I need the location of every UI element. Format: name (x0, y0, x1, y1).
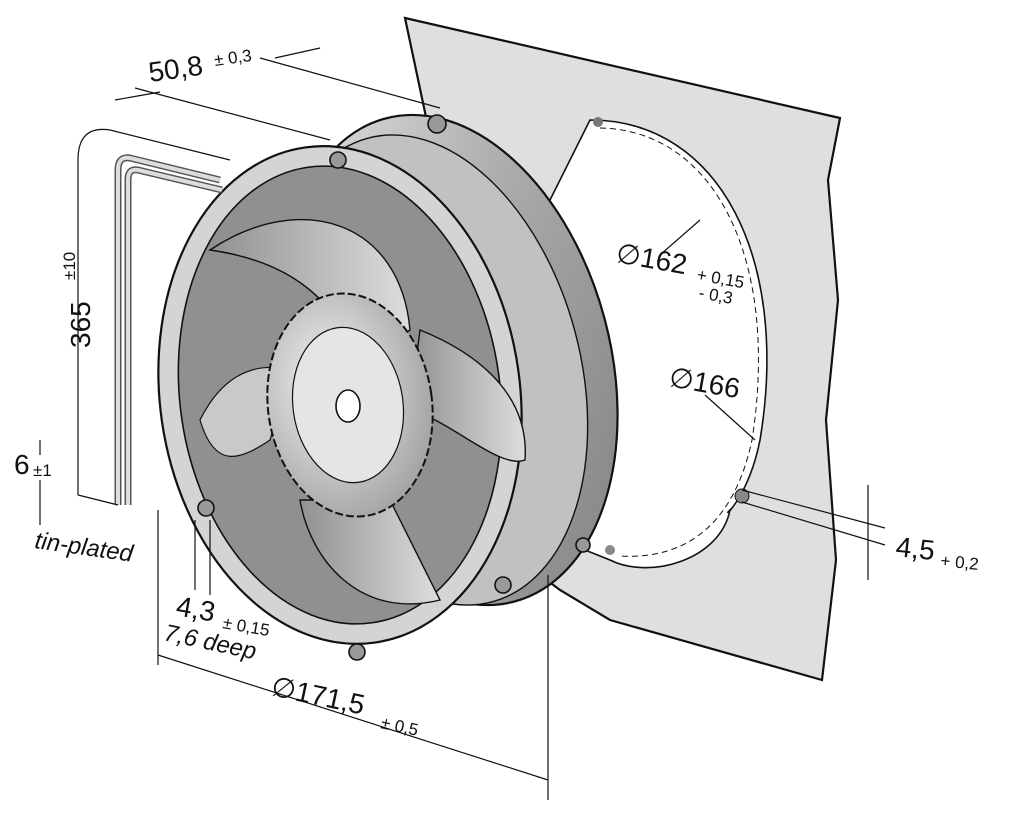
depth-tolerance: ± 0,3 (213, 46, 253, 70)
cable-length-tolerance: ±10 (60, 252, 79, 280)
depth-value: 50,8 (147, 50, 205, 88)
cutout-diameter-dimension: ∅162 + 0,15 - 0,3 (614, 237, 746, 307)
lead-wires (114, 154, 223, 505)
hole-value: 4,3 (174, 590, 218, 627)
diameter-symbol: ∅ (614, 237, 643, 272)
mount-hole-dimension: 4,5 + 0,2 (894, 531, 979, 574)
mount-hole-tolerance: + 0,2 (940, 551, 980, 574)
svg-text:∅162: ∅162 (614, 237, 689, 280)
strip-length-dimension: 6 ±1 (14, 449, 52, 480)
dimension-lines (39, 47, 886, 800)
outer-diameter-dimension: ∅171,5 ± 0,5 (269, 671, 420, 740)
svg-text:∅166: ∅166 (667, 361, 742, 404)
cable-length-dimension: 365 ±10 (60, 252, 96, 348)
outer-diameter-tolerance: ± 0,5 (379, 713, 420, 739)
mount-hole (734, 488, 750, 504)
svg-text:∅171,5: ∅171,5 (269, 671, 368, 721)
mount-hole-value: 4,5 (894, 531, 936, 566)
wire-note: tin-plated (33, 527, 135, 568)
diameter-symbol: ∅ (667, 361, 696, 396)
strip-length-value: 6 (14, 449, 30, 480)
outer-diameter-value: 171,5 (293, 676, 368, 721)
mount-hole (593, 117, 603, 127)
depth-dimension: 50,8 ± 0,3 (147, 46, 253, 88)
strip-length-tolerance: ±1 (33, 461, 52, 480)
bolt-circle-dimension: ∅166 (667, 361, 742, 404)
fan-housing (157, 113, 619, 661)
mount-hole (605, 545, 615, 555)
cable-length-value: 365 (65, 301, 96, 348)
